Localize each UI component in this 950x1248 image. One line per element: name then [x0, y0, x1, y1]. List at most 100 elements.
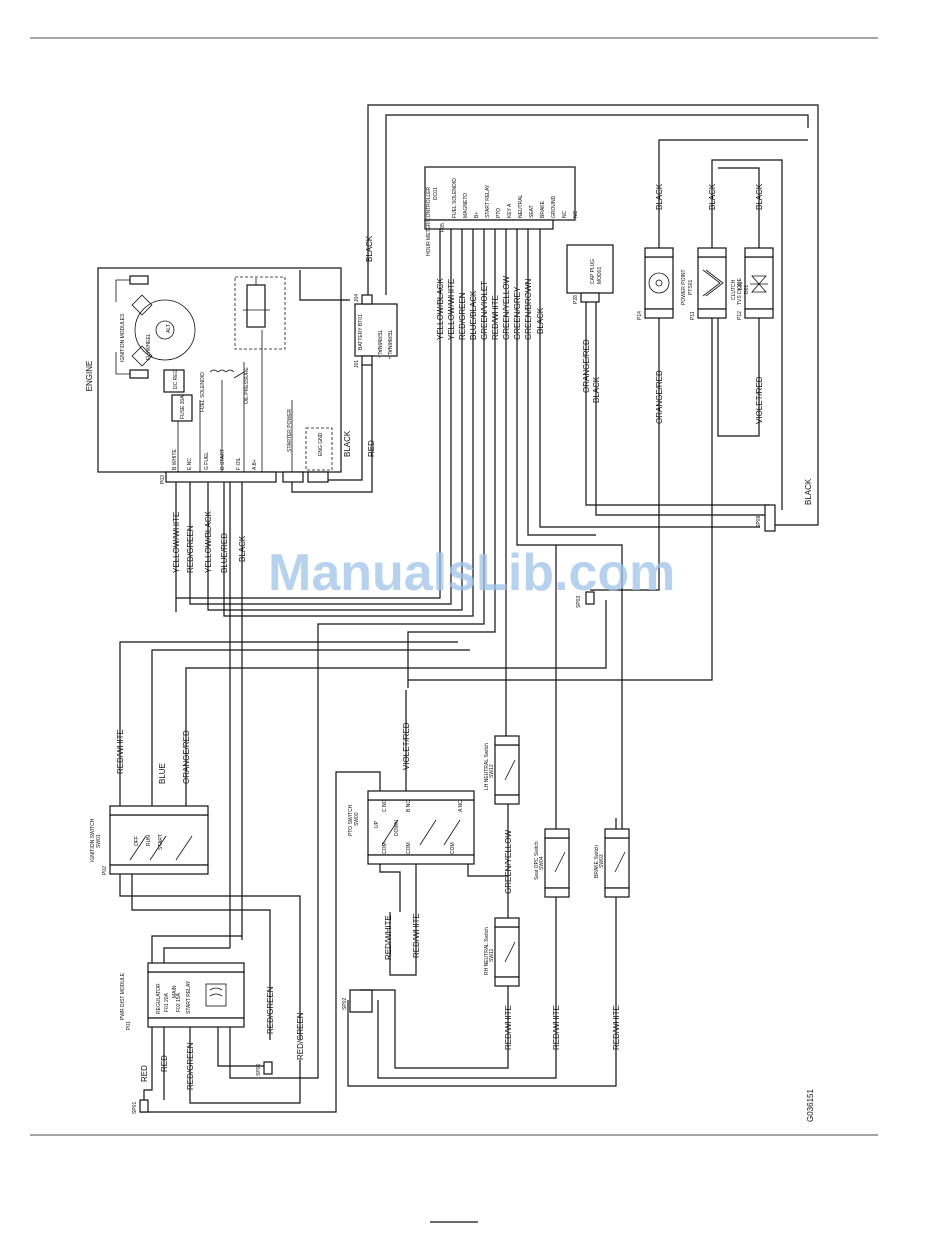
clutch: CLUTCH L01 P11	[690, 247, 744, 320]
watermark: ManualsLib.com	[268, 544, 675, 602]
engine-pin-b: B WHITE	[172, 449, 178, 470]
cap-plug-label: CAP PLUG	[590, 259, 596, 284]
brake-switch: BRAKE Switch SW03	[594, 828, 630, 898]
ignition-modules-label: IGNITION MODULES	[120, 313, 126, 362]
splices: SP01 SP02 SP03 SP06 SP08	[132, 504, 776, 1114]
starter-power-label: STARTER POWER	[287, 408, 293, 452]
hour-meter-controller: HOUR METER/CONTROLLER DC01 P05 FUEL SOLE…	[424, 166, 579, 256]
wire-label-green-yellow-pto: GREEN/YELLOW	[504, 830, 513, 894]
oil-pressure-label: OIL PRESSURE	[244, 367, 250, 404]
wire-label-red-green: RED/GREEN	[458, 292, 467, 340]
wire-label-violet-red-pto: VIOLET/RED	[402, 722, 411, 770]
dc-reg-label: DC REG	[173, 369, 179, 389]
ignition-switch-code: SW01	[96, 834, 102, 848]
wire-label-red-white-pto-2: RED/WHITE	[412, 913, 421, 958]
wire-label-red-green-pdm-3: RED/GREEN	[296, 1012, 305, 1060]
pto-term-5: COM	[406, 842, 412, 854]
ignition-switch-connector: P02	[102, 866, 108, 875]
wire-label-yellow-black: YELLOW/BLACK	[436, 278, 445, 340]
splice-sp02: SP02	[342, 998, 348, 1010]
battery-terminal-top: TERMINAL -	[376, 330, 382, 358]
wire-label-red-white-brake: RED/WHITE	[612, 1005, 621, 1050]
seat-switch: Seat OPC Switch SW04	[534, 828, 570, 898]
rh-neutral-switch: RH NEUTRAL Switch SW11	[484, 917, 520, 987]
power-distribution-module: PWR DIST MODULE P01 REGULATOR F01 20A F0…	[120, 962, 245, 1030]
hm-pin-1: FUEL SOLENOID	[452, 178, 458, 218]
tvs-diode-label: TVS DIODE	[737, 277, 743, 305]
wire-label-orange-red-cap: ORANGE/RED	[582, 339, 591, 393]
power-point: POWER POINT PTS01 P14	[637, 247, 694, 320]
battery: BATTERY BT01 TERMINAL - TERMINAL + J04 J…	[354, 294, 398, 368]
clutch-code: L01	[738, 281, 744, 290]
engine-label: ENGINE	[85, 361, 94, 392]
wire-label-red-eng: RED	[367, 440, 376, 457]
clutch-connector: P11	[690, 311, 696, 320]
eng-gnd-label: ENG GND	[318, 432, 324, 456]
wire-label-black-pp: BLACK	[655, 183, 664, 210]
splice-sp01: SP01	[132, 1102, 138, 1114]
wire-label-red-white-pto-1: RED/WHITE	[384, 915, 393, 960]
pdm-fuse-15a: F02 15A	[176, 992, 182, 1012]
splice-sp08: SP08	[756, 516, 762, 528]
wire-label-blue-red-eng: BLUE/RED	[220, 533, 229, 573]
cap-plug: CAP PLUG MOD01 P28	[566, 244, 614, 304]
hm-pin-9: BRAKE	[540, 200, 546, 218]
cap-plug-code: MOD01	[597, 267, 603, 284]
engine-pin-d: D START	[220, 449, 226, 470]
seat-switch-label: Seat OPC Switch	[534, 841, 540, 880]
wire-paths	[119, 104, 819, 1113]
clutch-label: CLUTCH	[731, 279, 737, 300]
battery-j01: J01	[354, 360, 360, 368]
wire-label-red-green-eng: RED/GREEN	[186, 525, 195, 573]
hm-pin-12: NC	[573, 210, 579, 218]
wire-label-orange-red-pp: ORANGE/RED	[655, 370, 664, 424]
hm-pin-6: KEY A	[507, 203, 513, 218]
pto-term-1: C NO	[382, 799, 388, 812]
hour-meter-code: DC01	[433, 187, 439, 200]
hm-pin-4: START RELAY	[485, 184, 491, 218]
engine-block: ENGINE ALT FLYWHEEL IGNITION MODULES DC …	[85, 267, 342, 484]
brake-switch-label: BRAKE Switch	[594, 845, 600, 878]
battery-terminal-bottom: TERMINAL +	[386, 330, 392, 359]
rh-neutral-code: SW11	[489, 949, 495, 962]
pto-switch-label: PTO SWITCH	[348, 804, 354, 836]
lh-neutral-label: LH NEUTRAL Switch	[484, 743, 490, 790]
hour-meter-label: HOUR METER/CONTROLLER	[426, 186, 432, 256]
pdm-regulator: REGULATOR	[156, 983, 162, 1014]
flywheel-label: FLYWHEEL	[146, 333, 152, 360]
wire-label-green-brown: GREEN/BROWN	[524, 278, 533, 340]
wire-label-green-violet: GREEN/VIOLET	[480, 281, 489, 340]
wire-label-red-white-ign: RED/WHITE	[116, 729, 125, 774]
ign-pos-start: START	[158, 834, 164, 850]
seat-switch-code: SW04	[539, 856, 545, 870]
wire-label-black-clutch: BLACK	[708, 183, 717, 210]
hm-pin-11: NC	[562, 210, 568, 218]
cap-plug-connector: P28	[573, 295, 579, 304]
wire-label-yellow-white-eng: YELLOW/WHITE	[172, 512, 181, 573]
alt-label: ALT	[166, 324, 172, 333]
wire-label-black-tvs: BLACK	[755, 183, 764, 210]
pdm-code: P01	[126, 1021, 132, 1030]
hm-pin-2: MAGNETO	[463, 193, 469, 218]
tvs-diode: TVS DIODE D01 P12	[737, 247, 774, 320]
wire-label-black-right: BLACK	[804, 478, 813, 505]
ignition-switch: IGNITION SWITCH SW01 P02 OFF RUN START	[90, 805, 209, 875]
wire-label-red-green-pdm-2: RED/GREEN	[266, 986, 275, 1034]
battery-label: BATTERY BT01	[358, 314, 364, 350]
ign-pos-run: RUN	[146, 835, 152, 846]
engine-pin-e: E NC	[187, 458, 193, 470]
wire-label-black-battery: BLACK	[365, 235, 374, 262]
fuel-solenoid-label: FUEL SOLENOID	[200, 372, 206, 412]
hm-pin-8: SEAT	[529, 205, 535, 218]
fuse-30a-label: FUSE 30A	[180, 395, 186, 419]
ignition-switch-label: IGNITION SWITCH	[90, 818, 96, 862]
pdm-main: MAIN	[172, 985, 178, 998]
power-point-connector: P14	[637, 311, 643, 320]
wire-label-yellow-white: YELLOW/WHITE	[447, 279, 456, 340]
wire-label-red-white-rh: RED/WHITE	[504, 1005, 513, 1050]
wire-label-red-pdm-2: RED	[160, 1055, 169, 1072]
pto-pos-down: DOWN	[394, 820, 400, 836]
engine-pin-f: F OIL	[236, 457, 242, 470]
wire-label-blue-black: BLUE/BLACK	[469, 290, 478, 340]
